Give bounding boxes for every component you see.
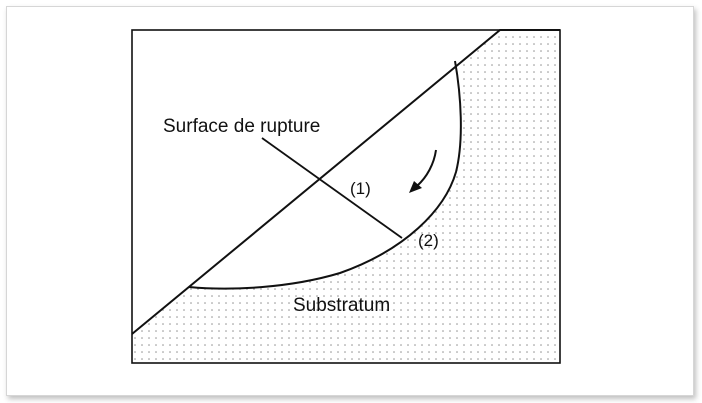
arrowhead-icon [409, 181, 422, 193]
leader-line [261, 137, 403, 239]
label-substratum: Substratum [293, 295, 390, 316]
ground-surface-line [131, 29, 560, 335]
label-zone-1: (1) [350, 179, 371, 198]
label-surface-de-rupture: Surface de rupture [163, 116, 320, 137]
movement-arrow-icon [416, 149, 437, 187]
rupture-curve [188, 60, 462, 290]
label-zone-2: (2) [418, 231, 439, 250]
diagram-border [131, 29, 561, 364]
